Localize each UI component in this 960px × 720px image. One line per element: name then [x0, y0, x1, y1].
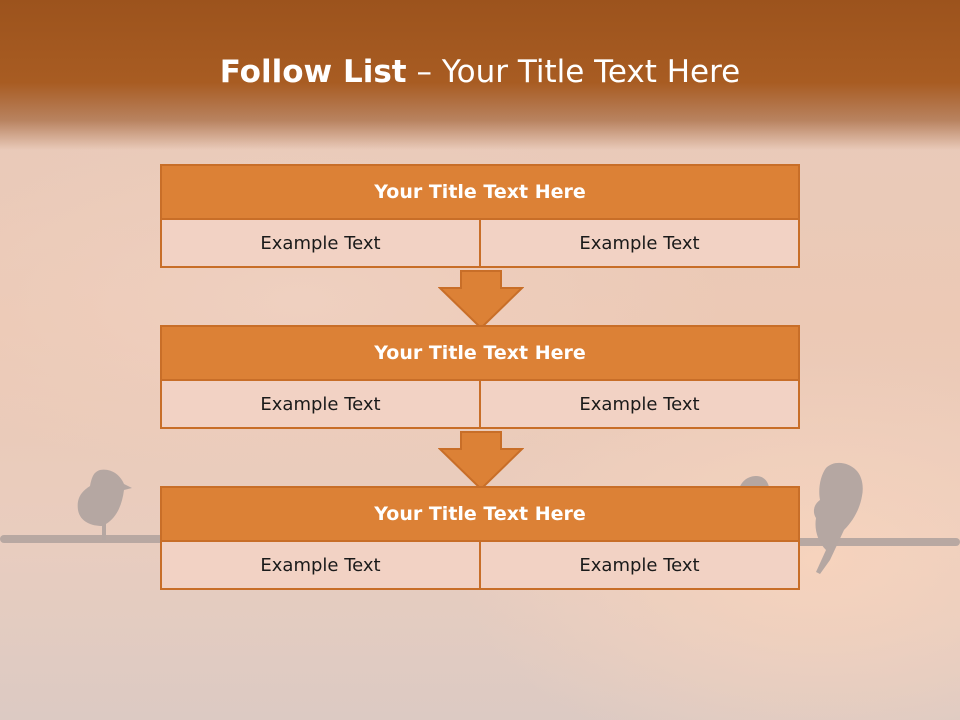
block-cell-right: Example Text: [479, 220, 798, 266]
block-cell-right: Example Text: [479, 381, 798, 427]
title-rest: – Your Title Text Here: [406, 54, 741, 90]
list-block-3: Your Title Text Here Example Text Exampl…: [160, 486, 800, 590]
slide-title: Follow List – Your Title Text Here: [0, 54, 960, 90]
block-cell-left: Example Text: [260, 554, 381, 576]
block-row: Example Text Example Text: [160, 220, 800, 268]
wire-left: [0, 535, 170, 543]
block-cell-right: Example Text: [479, 542, 798, 588]
list-block-1: Your Title Text Here Example Text Exampl…: [160, 164, 800, 268]
list-block-2: Your Title Text Here Example Text Exampl…: [160, 325, 800, 429]
block-row: Example Text Example Text: [160, 381, 800, 429]
block-cell-left: Example Text: [260, 232, 381, 254]
title-strong: Follow List: [219, 54, 407, 90]
bird-silhouette-icon: [813, 462, 863, 574]
block-title: Your Title Text Here: [160, 486, 800, 542]
bird-silhouette-icon: [77, 469, 132, 540]
block-row: Example Text Example Text: [160, 542, 800, 590]
block-title: Your Title Text Here: [160, 325, 800, 381]
block-title: Your Title Text Here: [160, 164, 800, 220]
wire-right: [795, 538, 960, 546]
down-arrow-icon: [438, 270, 524, 330]
down-arrow-icon: [438, 431, 524, 491]
header-band: [0, 0, 960, 150]
block-cell-left: Example Text: [260, 393, 381, 415]
